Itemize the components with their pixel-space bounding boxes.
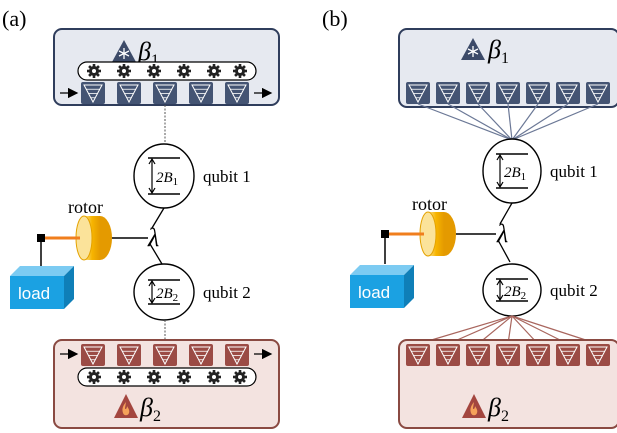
load-label: load	[18, 284, 50, 303]
cup-icon	[436, 344, 460, 366]
cold-bath-beta: β1	[487, 35, 509, 67]
snowflake-icon	[461, 38, 485, 60]
cup-icon	[406, 344, 430, 366]
cup-icon	[526, 82, 550, 104]
cup-icon	[153, 344, 177, 366]
flame-icon	[114, 394, 138, 418]
panel-a: (a) β1	[2, 6, 280, 429]
panel-b-label: (b)	[322, 6, 348, 31]
cup-row	[81, 344, 249, 366]
coupling-line	[511, 103, 599, 141]
cup-icon	[466, 82, 490, 104]
cup-icon	[189, 82, 213, 104]
rotor-label: rotor	[412, 194, 447, 214]
energy-gap-label: 2B1	[504, 165, 526, 183]
cup-icon	[496, 82, 520, 104]
rotor-label: rotor	[68, 197, 103, 217]
cup-icon	[81, 82, 105, 104]
qubit-label: qubit 2	[203, 283, 251, 302]
cup-icon	[81, 344, 105, 366]
cold-bath-b: β1	[398, 28, 617, 108]
cup-icon	[586, 82, 610, 104]
coupling-line	[511, 103, 539, 141]
qubit-2-a: 2B2 qubit 2	[133, 263, 251, 321]
conveyor-belt	[77, 367, 257, 387]
conveyor-belt	[77, 61, 257, 81]
cup-icon	[526, 344, 550, 366]
cup-icon	[153, 82, 177, 104]
gear-icon	[87, 64, 101, 78]
cup-icon	[225, 82, 249, 104]
cup-icon	[556, 82, 580, 104]
hot-bath-a: β2	[53, 339, 280, 429]
coupling-line	[447, 103, 513, 141]
cup-icon	[556, 344, 580, 366]
cold-bath-beta: β1	[137, 37, 159, 69]
gear-icon	[177, 64, 191, 78]
gear-icon	[87, 370, 101, 384]
load-a: load	[10, 266, 74, 309]
qubit-ellipse	[482, 138, 542, 204]
energy-gap-label: 2B2	[156, 286, 178, 304]
energy-gap-label: 2B2	[504, 284, 526, 302]
cup-icon	[189, 344, 213, 366]
qubit-label: qubit 1	[203, 167, 251, 186]
cup-icon	[406, 82, 430, 104]
qubit-label: qubit 2	[550, 281, 598, 300]
cup-icon	[117, 344, 141, 366]
coupling-lambda: λ	[496, 219, 508, 248]
cup-row	[406, 344, 610, 366]
cup-icon	[436, 82, 460, 104]
coupling-line	[507, 103, 513, 141]
hot-bath-beta: β2	[139, 393, 161, 425]
gear-row	[87, 370, 247, 384]
qubit-1-b: 2B1 qubit 1	[482, 138, 598, 204]
coupling-line	[511, 103, 569, 141]
load-b: load	[350, 265, 414, 308]
cold-bath-a: β1	[53, 28, 280, 106]
flame-icon	[462, 394, 486, 418]
cup-icon	[466, 344, 490, 366]
snowflake-icon	[112, 40, 136, 62]
gear-icon	[207, 64, 221, 78]
bath-coupling-fan	[417, 103, 599, 141]
qubit-label: qubit 1	[550, 162, 598, 181]
gear-icon	[233, 64, 247, 78]
gear-icon	[117, 370, 131, 384]
gear-icon	[147, 64, 161, 78]
gear-icon	[177, 370, 191, 384]
load-label: load	[358, 283, 390, 302]
hot-bath-beta: β2	[487, 393, 509, 425]
cup-icon	[496, 344, 520, 366]
cup-row	[406, 82, 610, 104]
rotor-a: rotor	[37, 197, 112, 268]
cup-icon	[586, 344, 610, 366]
hot-bath-b: β2	[398, 339, 617, 429]
coupling-lambda: λ	[147, 223, 159, 252]
qubit-2-b: 2B2 qubit 2	[482, 263, 598, 317]
cup-icon	[225, 344, 249, 366]
gear-icon	[207, 370, 221, 384]
gear-icon	[117, 64, 131, 78]
coupling-line	[477, 103, 513, 141]
gear-icon	[233, 370, 247, 384]
coupling-line	[417, 103, 513, 141]
panel-b: (b) β1 2B1 qubit 1	[322, 6, 617, 429]
cup-row	[81, 82, 249, 104]
energy-gap-label: 2B1	[156, 170, 178, 188]
rotor-b: rotor	[381, 194, 456, 264]
cup-icon	[117, 82, 141, 104]
gear-icon	[147, 370, 161, 384]
qubit-ellipse	[133, 263, 195, 321]
gear-row	[87, 64, 247, 78]
qubit-1-a: 2B1 qubit 1	[133, 143, 251, 209]
panel-a-label: (a)	[2, 6, 26, 31]
